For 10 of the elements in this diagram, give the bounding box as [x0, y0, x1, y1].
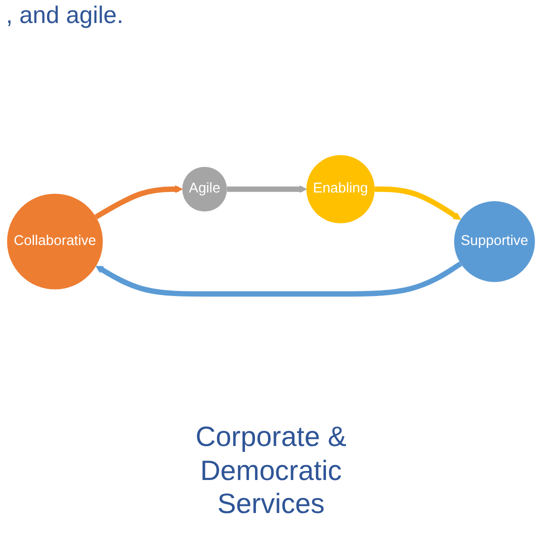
heading: , and agile. [6, 2, 124, 30]
node-circle: Enabling [306, 156, 375, 224]
node-circle: Collaborative [7, 194, 103, 290]
node-circle: Supportive [454, 202, 535, 282]
node-circle: Agile [182, 167, 227, 212]
arrow [94, 186, 183, 220]
center-text: Corporate & Democratic Services [194, 420, 348, 521]
arrow [226, 186, 307, 194]
arrow [96, 262, 462, 298]
arrow [374, 187, 462, 220]
